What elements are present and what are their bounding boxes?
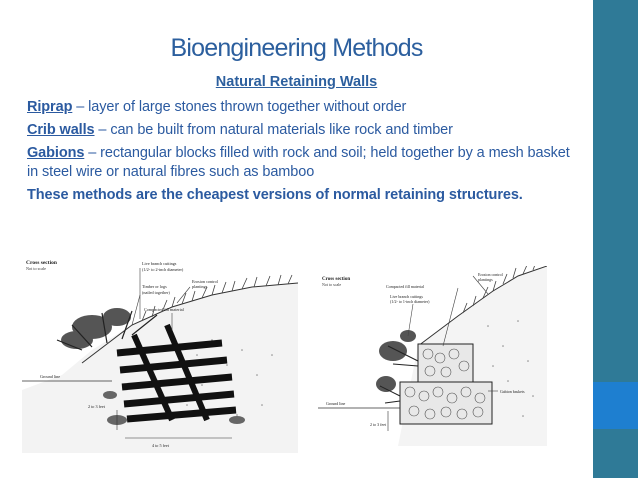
term-crib-walls: Crib walls <box>27 122 95 138</box>
slide-body: Riprap – layer of large stones thrown to… <box>27 98 582 209</box>
fig2-note: Not to scale <box>322 282 341 287</box>
fig2-label-fill: Compacted fill material <box>386 284 425 289</box>
fig1-note: Not to scale <box>26 266 46 271</box>
fig1-label-fill: Compacted fill material <box>144 307 185 312</box>
gabion-diagram: Cross section Not to scale Erosion contr… <box>318 261 548 446</box>
fig2-label-ground: Ground line <box>326 401 345 406</box>
sidebar-accent-block <box>593 382 638 429</box>
fig1-label-cuttings-dia: (1/2- to 2-inch diameter) <box>142 267 184 272</box>
term-gabions: Gabions <box>27 145 85 161</box>
fig1-heading: Cross section <box>26 260 57 266</box>
term-riprap: Riprap <box>27 99 73 115</box>
desc-crib-walls: – can be built from natural materials li… <box>94 122 453 138</box>
fig2-label-erosion: Erosion control <box>478 272 504 277</box>
fig1-label-ground: Ground line <box>40 374 60 379</box>
fig1-label-erosion2: plantings <box>192 284 208 289</box>
desc-riprap: – layer of large stones thrown together … <box>72 99 407 115</box>
fig1-label-width: 4 to 5 feet <box>152 443 170 448</box>
fig2-label-erosion2: plantings <box>478 277 493 282</box>
fig2-label-gabion: Gabion baskets <box>500 389 525 394</box>
fig2-label-depth: 2 to 3 feet <box>370 422 387 427</box>
fig1-label-cuttings: Live branch cuttings <box>142 261 177 266</box>
fig1-label-timber-note: (nailed together) <box>142 290 170 295</box>
desc-gabions: – rectangular blocks filled with rock an… <box>27 145 570 180</box>
slide-title: Bioengineering Methods <box>170 34 423 62</box>
slide-subtitle: Natural Retaining Walls <box>215 74 378 90</box>
bullet-gabions: Gabions – rectangular blocks filled with… <box>27 144 582 182</box>
fig2-heading: Cross section <box>322 277 350 282</box>
conclusion-text: These methods are the cheapest versions … <box>27 187 523 203</box>
fig1-label-depth: 2 to 3 feet <box>88 404 106 409</box>
fig1-label-erosion: Erosion control <box>192 279 219 284</box>
bullet-crib-walls: Crib walls – can be built from natural m… <box>27 121 582 140</box>
fig2-label-cuttings-dia: (1/2- to 1-inch diameter) <box>390 299 430 304</box>
fig1-label-timber: Timber or logs <box>142 284 167 289</box>
fig2-label-cuttings: Live branch cuttings <box>390 294 423 299</box>
crib-wall-diagram: Cross section Not to scale Live branch c… <box>22 255 299 453</box>
bullet-riprap: Riprap – layer of large stones thrown to… <box>27 98 582 117</box>
